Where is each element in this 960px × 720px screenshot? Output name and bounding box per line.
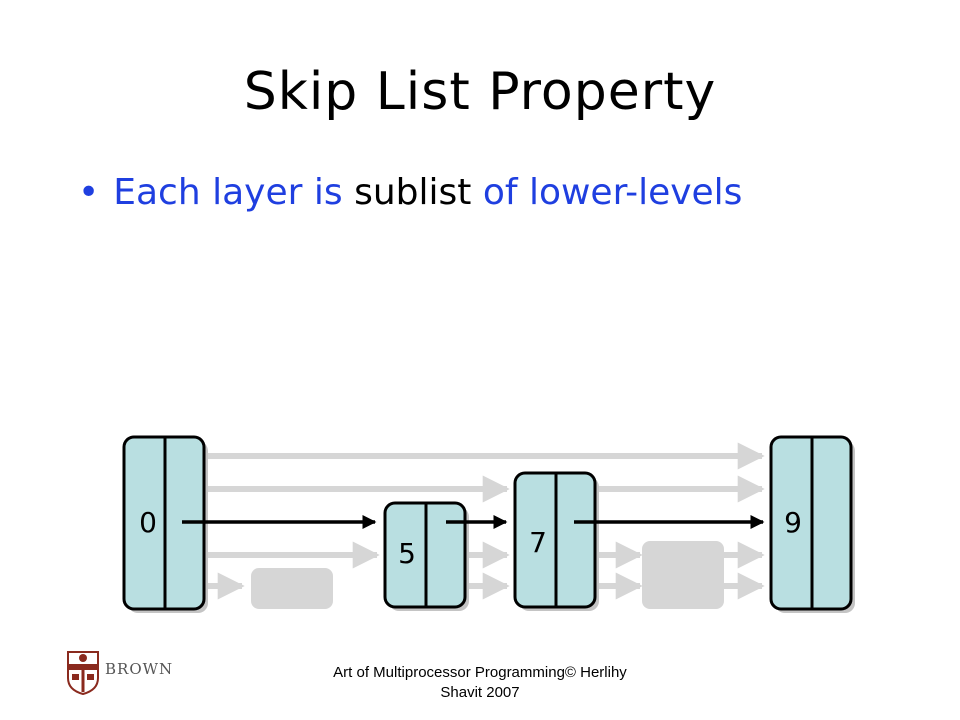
bullet-text-part-1: Each layer is [113, 172, 355, 213]
bullet-item: • Each layer is sublist of lower-levels [78, 172, 742, 213]
bullet-marker: • [78, 172, 100, 213]
bullet-text-part-3: of lower-levels [482, 172, 743, 213]
node-9: 9 [769, 435, 855, 613]
node-5-key: 5 [398, 537, 416, 570]
node-7-key: 7 [529, 526, 547, 559]
brown-logo-text: BROWN [105, 660, 174, 678]
node-5: 5 [383, 501, 469, 611]
node-0: 0 [122, 435, 208, 613]
slide-title: Skip List Property [243, 62, 717, 122]
node-7: 7 [513, 471, 599, 611]
removed-node-2 [642, 541, 724, 609]
node-0-key: 0 [139, 506, 157, 539]
removed-node-1 [251, 568, 333, 609]
footer-credit: Art of Multiprocessor Programming© Herli… [333, 664, 627, 701]
brown-crest-icon [67, 651, 99, 696]
bullet-text-part-2: sublist [354, 172, 483, 213]
node-9-key: 9 [784, 506, 802, 539]
